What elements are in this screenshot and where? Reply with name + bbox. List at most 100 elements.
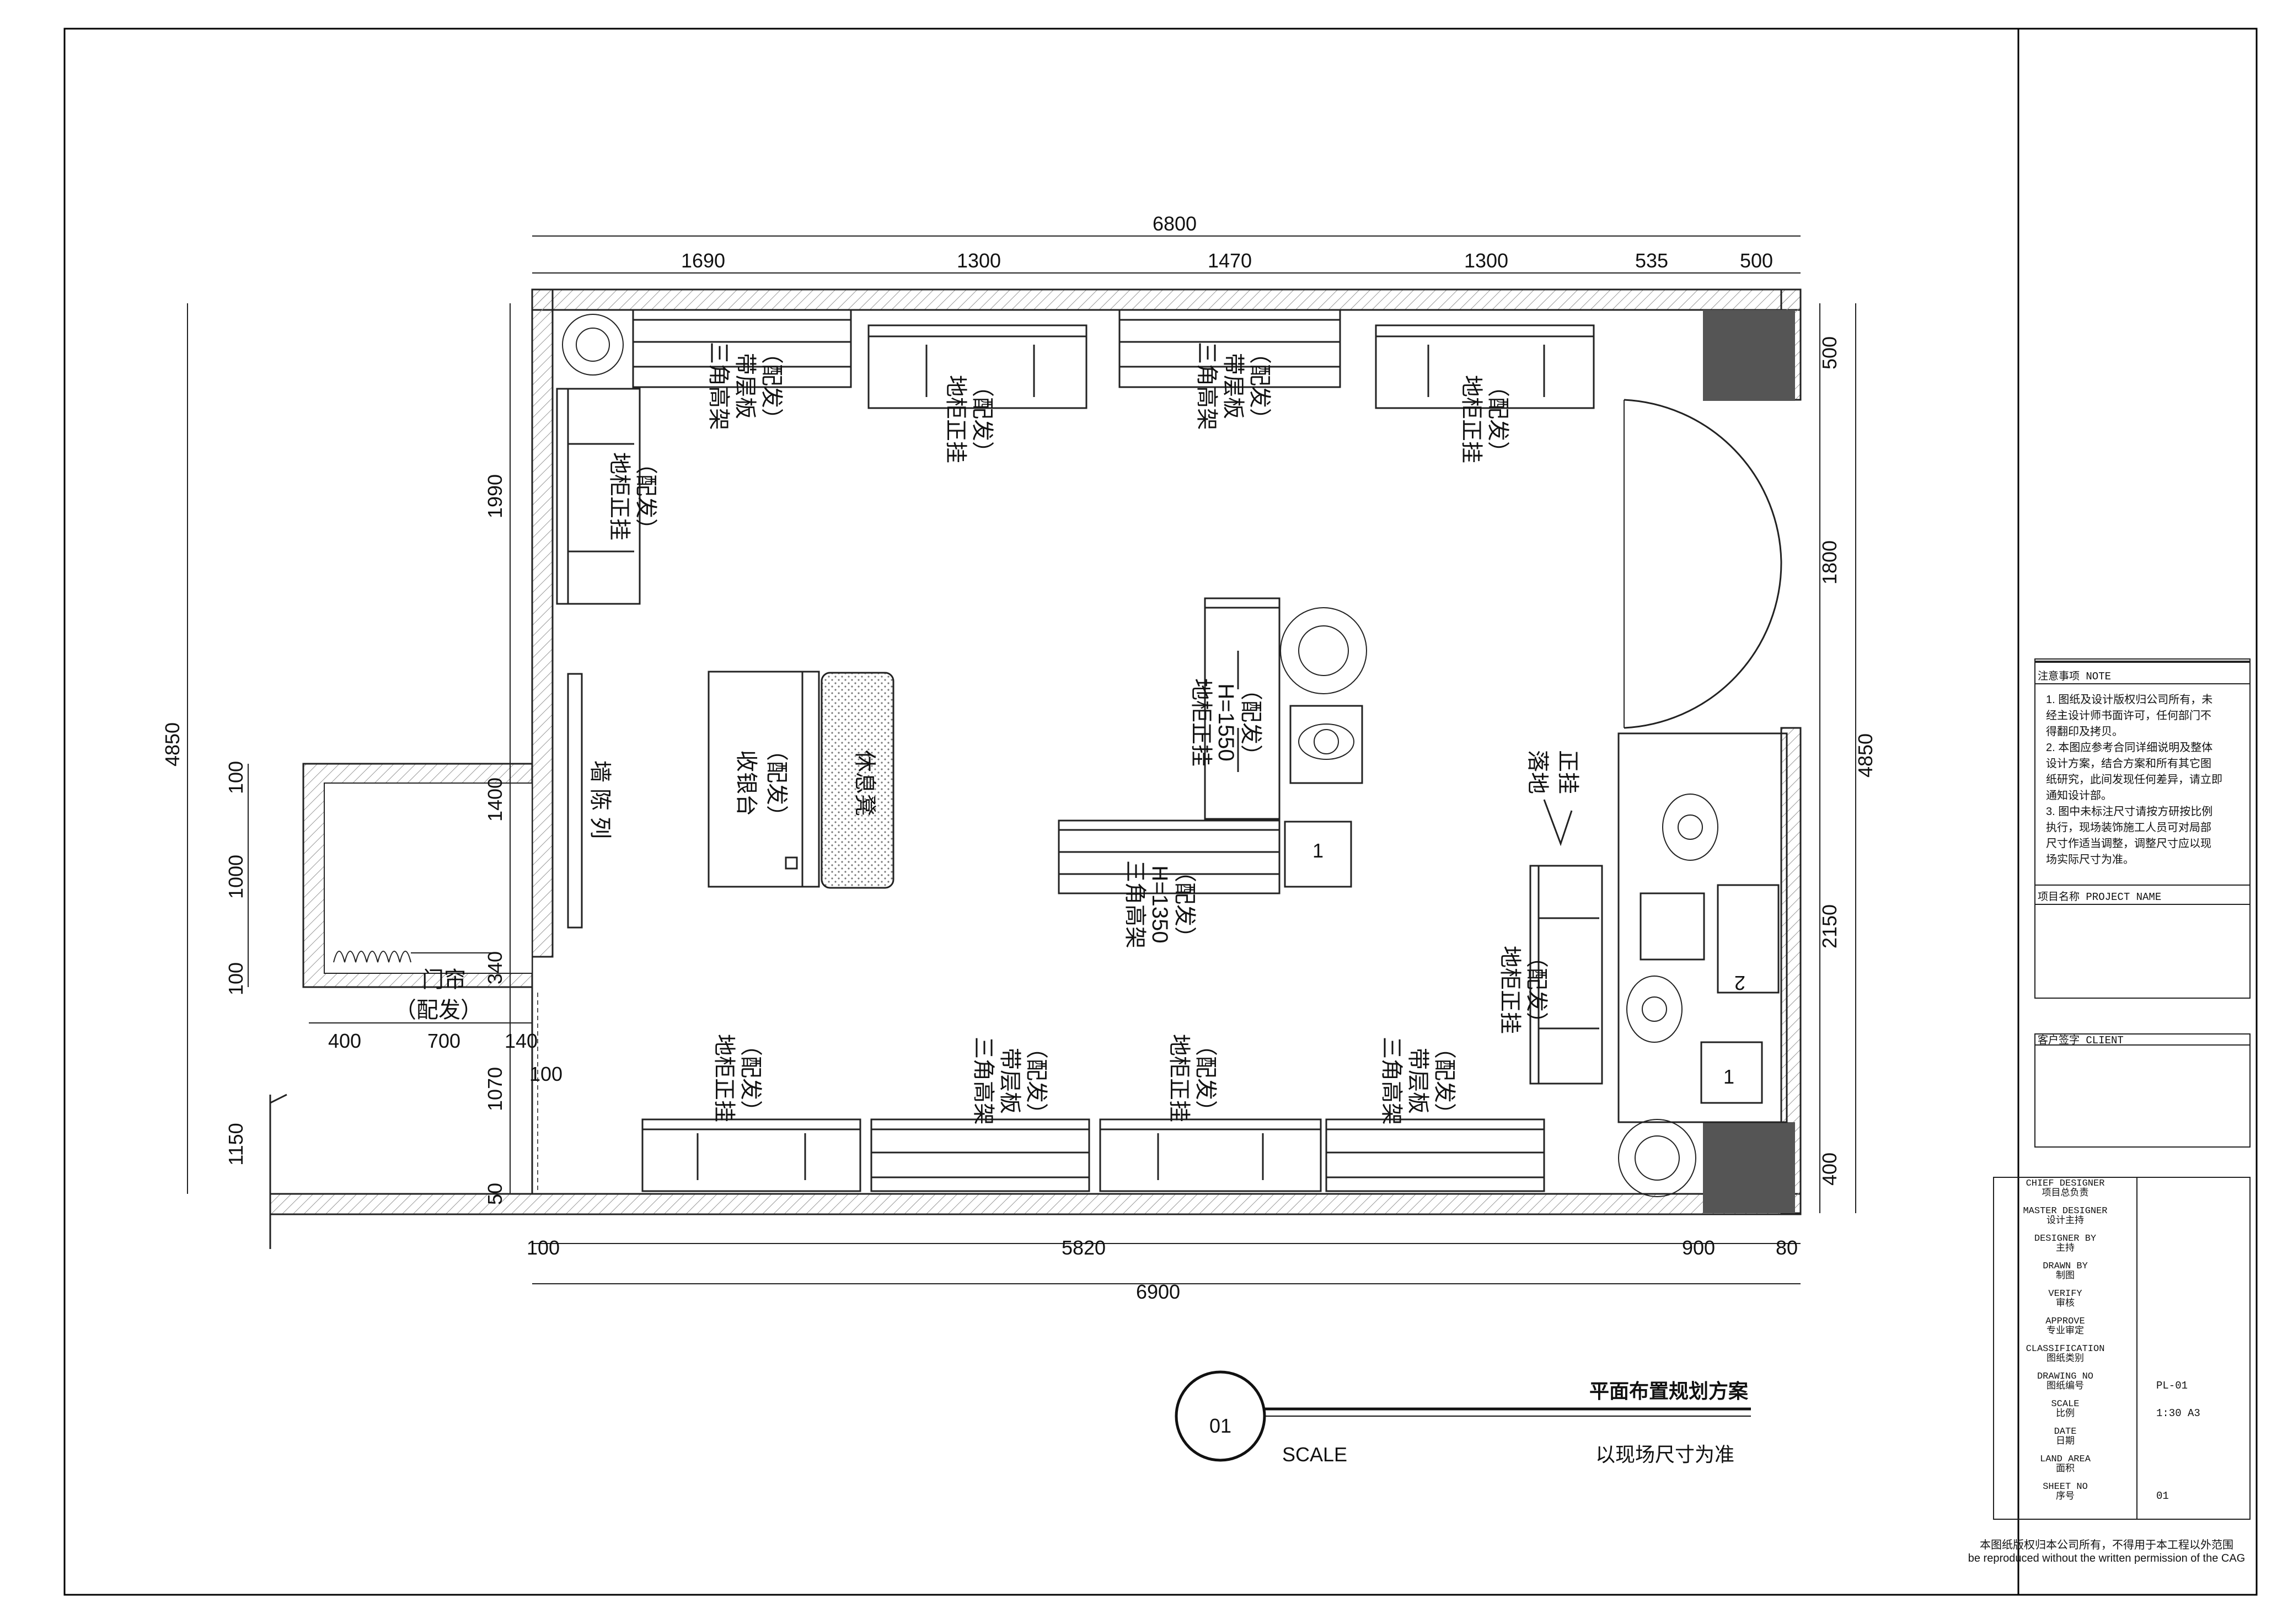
dimension-label: 100 (529, 1063, 562, 1085)
title-block-row-label: 图纸编号 (2046, 1380, 2084, 1392)
dimension-label: 4850 (161, 722, 184, 767)
title-block-row-value: 01 (2156, 1490, 2169, 1502)
title-block-row-label: DESIGNER BY (2034, 1234, 2096, 1244)
dimension-label: 2150 (1818, 904, 1841, 948)
dimension-label: 400 (328, 1030, 361, 1052)
copyright-cn: 本图纸版权归本公司所有，不得用于本工程以外范围 (1980, 1539, 2233, 1551)
fixture-label: （配发） (759, 342, 784, 430)
rest-bench-label: 休息凳 (853, 750, 877, 816)
title-block (1993, 658, 2251, 1520)
fixture-label: H=1350 (1148, 865, 1172, 943)
dimension-label: 80 (1776, 1236, 1798, 1259)
dimension-label: 100 (224, 962, 247, 995)
curtain-label: （配发） (394, 998, 483, 1022)
drawing-number: 01 (1209, 1414, 1231, 1437)
plan-subtitle: 以现场尺寸为准 (1595, 1443, 1734, 1466)
note-header: 注意事项 NOTE (2038, 670, 2111, 683)
dimension-label: 900 (1682, 1236, 1715, 1259)
title-block-row-label: VERIFY (2048, 1289, 2082, 1299)
dimension-label: 500 (1818, 336, 1841, 369)
dimension-label: 535 (1635, 249, 1668, 272)
note-line: 经主设计师书面许可，任何部门不 (2046, 709, 2211, 722)
entrance-door (1624, 399, 1782, 729)
title-block-row-label: APPROVE (2045, 1316, 2085, 1327)
fixture-label: 收银台 (734, 750, 758, 816)
dimension-label: 340 (484, 951, 506, 984)
dimension-lines (187, 235, 1856, 1284)
title-block-row-value: 1:30 A3 (2156, 1407, 2200, 1419)
dimension-label: 4850 (1854, 733, 1877, 778)
title-block-row-label: LAND AREA (2040, 1454, 2091, 1465)
fixture-label: 地柜正挂 (1498, 946, 1522, 1034)
fixture-label: 带层板 (998, 1048, 1022, 1114)
fixture-label: （配发） (970, 375, 994, 463)
fixture-label: 三角高架 (1194, 342, 1219, 430)
dimension-label: 1800 (1818, 540, 1841, 585)
mirror-number: 1 (1312, 839, 1324, 862)
dimension-label: 5820 (1062, 1236, 1106, 1259)
note-line: 纸研究，此间发现任何差异，请立即 (2046, 773, 2222, 786)
dimension-label: 1400 (484, 778, 506, 822)
dimension-label: 700 (427, 1030, 460, 1052)
title-block-row-label: 序号 (2056, 1491, 2075, 1502)
dimension-label: 6800 (1153, 212, 1197, 235)
note-line: 执行，现场装饰施工人员可对局部 (2046, 821, 2211, 834)
fixtures (556, 309, 1788, 1192)
fixture-label: 地柜正挂 (944, 375, 968, 463)
copyright-en: be reproduced without the written permis… (1968, 1552, 2245, 1564)
note-line: 通知设计部。 (2046, 789, 2112, 802)
title-block-row-label: 项目总负责 (2042, 1187, 2089, 1199)
fixture-label: （配发） (764, 739, 789, 827)
dimension-label: 100 (527, 1236, 560, 1259)
title-block-row-label: 专业审定 (2046, 1325, 2084, 1337)
person-icon (1298, 723, 1718, 1043)
title-block-row-label: 图纸类别 (2046, 1353, 2084, 1364)
title-block-row-label: DRAWING NO (2037, 1371, 2093, 1382)
title-block-row-label: 审核 (2056, 1298, 2075, 1309)
fixture-label: 带层板 (1406, 1048, 1430, 1114)
project-name-label: 项目名称 PROJECT NAME (2038, 891, 2161, 903)
fixture-label: 带层板 (1221, 353, 1245, 419)
title-block-row-label: 设计主持 (2046, 1215, 2084, 1226)
heading-graphics (1175, 1370, 1751, 1462)
dimension-label: 1300 (957, 249, 1001, 272)
title-block-row-label: 日期 (2056, 1435, 2075, 1447)
dimension-label: 100 (224, 761, 247, 794)
title-block-row-label: 主持 (2056, 1242, 2075, 1254)
fixture-label: （配发） (1432, 1037, 1456, 1125)
fixture-label: 落地 (1525, 750, 1550, 794)
mirror-number: 2 (1734, 972, 1745, 994)
fixture-label: 三角高架 (1123, 860, 1147, 948)
plan-title: 平面布置规划方案 (1589, 1380, 1749, 1402)
plant-icon (562, 314, 1696, 1197)
fitting-room (302, 763, 533, 988)
fixture-label: （配发） (1024, 1037, 1048, 1125)
dimension-label: 6900 (1136, 1280, 1180, 1303)
title-block-row-label: 制图 (2056, 1270, 2075, 1282)
fixture-label: （配发） (1486, 375, 1510, 463)
dimension-label: 1150 (224, 1123, 247, 1165)
fixture-label: 三角高架 (971, 1037, 995, 1125)
dimension-label: 50 (484, 1183, 506, 1205)
fixture-label: 正挂 (1556, 750, 1580, 794)
fixture-label: 地柜正挂 (712, 1034, 736, 1122)
client-label: 客户签字 CLIENT (2038, 1034, 2124, 1047)
title-block-row-label: CHIEF DESIGNER (2026, 1178, 2105, 1189)
dimension-label: 500 (1740, 249, 1773, 272)
fixture-label: 地柜正挂 (1167, 1034, 1191, 1122)
fixture-label: （配发） (1239, 678, 1263, 767)
note-line: 设计方案，结合方案和所有其它图 (2046, 757, 2211, 770)
fixture-label: （配发） (1193, 1034, 1218, 1122)
fixture-label: （配发） (1524, 946, 1549, 1034)
dimension-label: 1470 (1208, 249, 1252, 272)
title-block-row-label: 比例 (2056, 1408, 2075, 1419)
note-line: 尺寸作适当调整，调整尺寸应以现 (2046, 837, 2211, 850)
dimension-label: 400 (1818, 1153, 1841, 1186)
dimension-label: 140 (505, 1030, 538, 1052)
title-block-row-label: DATE (2054, 1427, 2077, 1437)
fixture-label: 地柜正挂 (607, 452, 631, 540)
sheet-border (63, 28, 2258, 1596)
